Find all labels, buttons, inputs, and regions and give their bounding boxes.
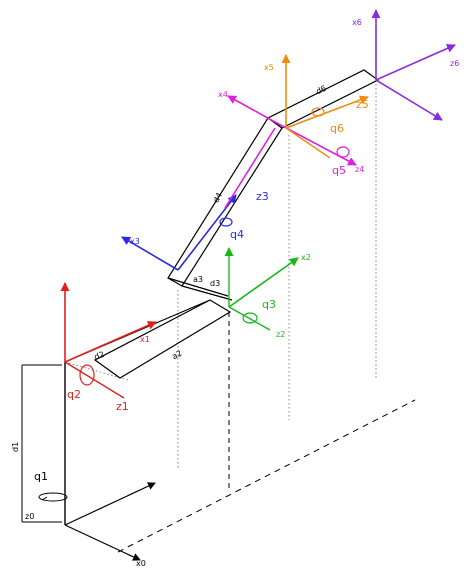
q6-label: q6 bbox=[330, 122, 344, 135]
projection-lines bbox=[64, 80, 377, 470]
frame-3: x3 z3 q4 d4 bbox=[121, 190, 269, 271]
d4-label: d4 bbox=[211, 191, 224, 204]
z1-label: z1 bbox=[116, 400, 129, 413]
q1-label: q1 bbox=[34, 470, 48, 483]
x6-label: x6 bbox=[352, 18, 362, 27]
x1-axis bbox=[64, 321, 157, 363]
z2-label: z2 bbox=[276, 330, 285, 339]
link-3-base-line-2 bbox=[181, 285, 233, 301]
x3-label: x3 bbox=[130, 237, 140, 246]
a2-label: a2 bbox=[171, 349, 184, 362]
frame-2: x2 z2 q3 a3 d3 bbox=[193, 247, 311, 339]
x4-axis bbox=[227, 95, 276, 123]
q4-rotation-icon bbox=[219, 217, 233, 227]
y6-axis bbox=[375, 79, 443, 121]
frame-0: q1 d1 z0 x0 bbox=[11, 442, 146, 568]
q2-rotation-icon bbox=[79, 364, 95, 386]
z6-axis bbox=[375, 44, 456, 81]
z2-axis bbox=[228, 306, 271, 331]
q2-label: q2 bbox=[67, 388, 81, 401]
q5-rotation-icon bbox=[336, 146, 350, 158]
y5-axis bbox=[285, 127, 331, 159]
d1-label: d1 bbox=[11, 442, 20, 452]
z5-axis bbox=[285, 95, 369, 129]
x1-label: x1 bbox=[140, 335, 150, 344]
z5-label: z5 bbox=[356, 98, 369, 111]
x4-label: x4 bbox=[218, 90, 228, 99]
d2-label: d2 bbox=[93, 350, 106, 362]
x5-label: x5 bbox=[264, 63, 274, 72]
z3-label: z3 bbox=[256, 190, 269, 203]
q5-label: q5 bbox=[332, 164, 346, 177]
link-2 bbox=[93, 299, 232, 379]
z6-label: z6 bbox=[450, 59, 459, 68]
z0-label: z0 bbox=[25, 512, 34, 521]
x2-axis bbox=[228, 257, 299, 308]
x3-axis bbox=[121, 236, 179, 271]
q6-rotation-icon bbox=[311, 107, 325, 117]
a3-label: a3 bbox=[193, 275, 203, 284]
z4-link-line bbox=[224, 127, 276, 209]
x2-label: x2 bbox=[301, 253, 311, 262]
frame-4: x4 z4 q5 bbox=[218, 90, 364, 209]
base-x-axis-line bbox=[64, 524, 141, 561]
q4-label: q4 bbox=[230, 228, 244, 241]
q3-rotation-icon bbox=[242, 312, 258, 324]
link-3-base-line bbox=[167, 277, 229, 297]
z3-axis bbox=[177, 194, 237, 271]
q2-axis bbox=[64, 361, 125, 399]
frame-5: x5 z5 q6 d6 bbox=[264, 54, 369, 159]
x0-label: x0 bbox=[136, 559, 146, 568]
z4-label: z4 bbox=[355, 165, 364, 174]
frame-1: x1 z1 q2 d2 a2 bbox=[60, 282, 184, 413]
d3-label: d3 bbox=[210, 279, 220, 288]
d6-label: d6 bbox=[315, 84, 328, 96]
base-ground-arrow-line bbox=[64, 482, 156, 526]
link-4 bbox=[266, 69, 380, 129]
q3-label: q3 bbox=[262, 298, 276, 311]
frame-6: x6 z6 bbox=[352, 9, 459, 121]
q1-rotation-icon bbox=[38, 492, 68, 502]
ground-dashed-line bbox=[117, 399, 416, 553]
base-structure bbox=[21, 312, 416, 561]
